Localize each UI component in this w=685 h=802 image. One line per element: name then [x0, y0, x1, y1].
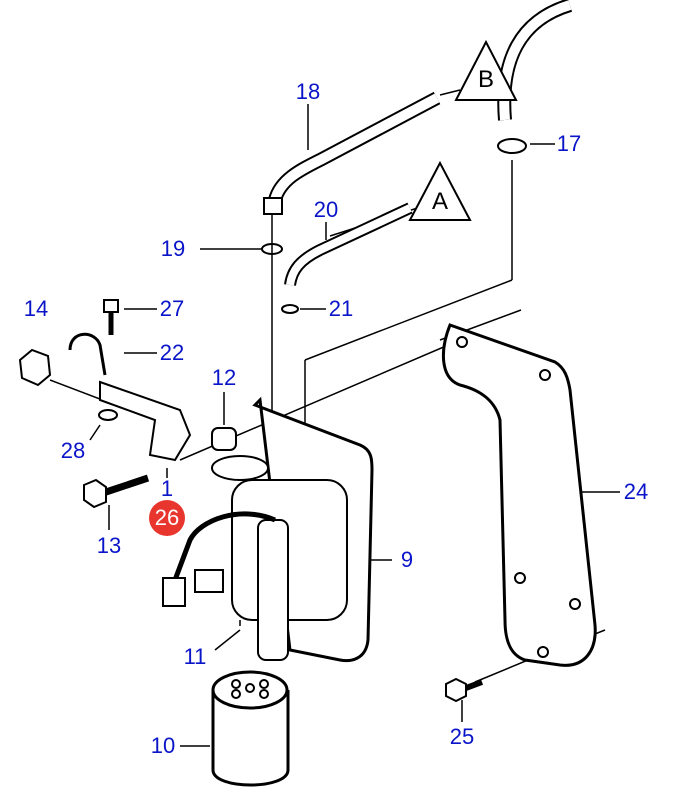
callout-20[interactable]: 20: [313, 197, 339, 222]
highlight-badge-26[interactable]: 26: [149, 500, 185, 536]
callout-11[interactable]: 11: [183, 644, 207, 669]
callout-13[interactable]: 13: [96, 533, 122, 558]
callout-14[interactable]: 14: [23, 296, 49, 321]
callout-28[interactable]: 28: [60, 438, 86, 463]
callout-24[interactable]: 24: [623, 479, 649, 504]
callout-12[interactable]: 12: [211, 365, 237, 390]
connector-b-triangle: [454, 39, 518, 101]
connector-a-label: A: [431, 188, 449, 215]
callout-22[interactable]: 22: [159, 340, 185, 365]
callout-18[interactable]: 18: [295, 79, 321, 104]
callout-27[interactable]: 27: [159, 296, 185, 321]
callout-19[interactable]: 19: [160, 236, 186, 261]
callout-10[interactable]: 10: [150, 733, 176, 758]
callout-17[interactable]: 17: [556, 131, 582, 156]
callout-1[interactable]: 1: [160, 476, 174, 501]
connector-b-label: B: [477, 66, 495, 93]
callout-21[interactable]: 21: [328, 296, 354, 321]
callout-25[interactable]: 25: [449, 724, 475, 749]
connector-a-triangle: [408, 160, 472, 221]
callout-9[interactable]: 9: [400, 547, 414, 572]
